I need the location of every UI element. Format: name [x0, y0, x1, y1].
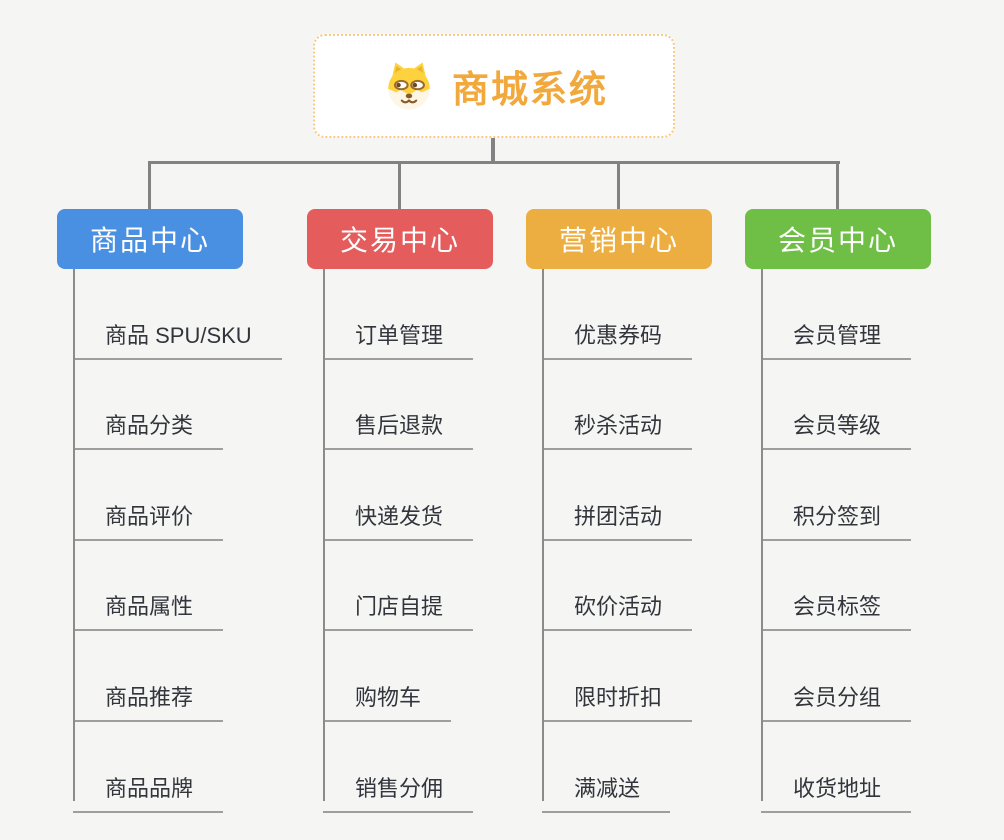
- item-label: 限时折扣: [574, 684, 663, 710]
- item-label: 订单管理: [355, 322, 444, 348]
- item-label: 快递发货: [355, 503, 444, 529]
- item-label: 商品评价: [105, 503, 194, 529]
- item-label: 会员等级: [793, 413, 882, 439]
- connector-branch-drop-products: [148, 161, 151, 210]
- branch-header-trade[interactable]: 交易中心: [307, 209, 493, 269]
- item-node[interactable]: 会员分组: [761, 631, 912, 722]
- item-node[interactable]: 会员管理: [761, 269, 912, 360]
- root-title: 商城系统: [452, 69, 608, 110]
- branch-header-products[interactable]: 商品中心: [57, 209, 243, 269]
- item-node[interactable]: 积分签到: [761, 450, 912, 541]
- item-label: 积分签到: [793, 503, 882, 529]
- connector-column-line: [323, 269, 325, 801]
- connector-branch-drop-members: [836, 161, 839, 210]
- branch-node-marketing: 营销中心 优惠券码秒杀活动拼团活动砍价活动限时折扣满减送: [526, 209, 712, 813]
- item-label: 售后退款: [355, 413, 444, 439]
- shiba-dog-icon: [380, 57, 438, 115]
- connector-horizontal-bar: [148, 161, 840, 164]
- item-label: 优惠券码: [574, 322, 663, 348]
- branch-label: 营销中心: [558, 225, 679, 256]
- item-node[interactable]: 砍价活动: [542, 541, 693, 632]
- branch-label: 交易中心: [339, 225, 460, 256]
- item-label: 收货地址: [793, 775, 882, 801]
- item-node[interactable]: 门店自提: [323, 541, 474, 632]
- item-label: 商品品牌: [105, 775, 194, 801]
- item-node[interactable]: 优惠券码: [542, 269, 693, 360]
- branch-node-trade: 交易中心 订单管理售后退款快递发货门店自提购物车销售分佣: [307, 209, 493, 813]
- item-node[interactable]: 购物车: [323, 631, 452, 722]
- branch-node-members: 会员中心 会员管理会员等级积分签到会员标签会员分组收货地址: [745, 209, 931, 813]
- item-label: 会员标签: [793, 594, 882, 620]
- branch-item-column: 订单管理售后退款快递发货门店自提购物车销售分佣: [323, 269, 474, 813]
- item-node[interactable]: 售后退款: [323, 360, 474, 451]
- item-node[interactable]: 快递发货: [323, 450, 474, 541]
- item-label: 销售分佣: [355, 775, 444, 801]
- connector-column-line: [761, 269, 763, 801]
- item-label: 商品 SPU/SKU: [105, 322, 252, 348]
- item-label: 门店自提: [355, 594, 444, 620]
- item-node[interactable]: 秒杀活动: [542, 360, 693, 451]
- item-node[interactable]: 收货地址: [761, 722, 912, 813]
- branch-header-marketing[interactable]: 营销中心: [526, 209, 712, 269]
- branch-header-members[interactable]: 会员中心: [745, 209, 931, 269]
- branch-node-products: 商品中心 商品 SPU/SKU 商品分类商品评价商品属性商品推荐商品品牌: [57, 209, 282, 813]
- item-node[interactable]: 商品 SPU/SKU: [73, 269, 282, 360]
- item-node[interactable]: 商品分类: [73, 360, 224, 451]
- item-label: 砍价活动: [574, 594, 663, 620]
- item-node[interactable]: 限时折扣: [542, 631, 693, 722]
- item-label: 商品属性: [105, 594, 194, 620]
- item-label: 购物车: [355, 684, 422, 710]
- connector-branch-drop-marketing: [617, 161, 620, 210]
- connector-column-line: [542, 269, 544, 801]
- connector-column-line: [73, 269, 75, 801]
- item-node[interactable]: 商品品牌: [73, 722, 224, 813]
- item-label: 拼团活动: [574, 503, 663, 529]
- item-label: 商品推荐: [105, 684, 194, 710]
- item-node[interactable]: 会员标签: [761, 541, 912, 632]
- item-node[interactable]: 订单管理: [323, 269, 474, 360]
- item-label: 会员分组: [793, 684, 882, 710]
- connector-root-stem: [491, 138, 495, 163]
- item-label: 秒杀活动: [574, 413, 663, 439]
- item-node[interactable]: 会员等级: [761, 360, 912, 451]
- root-node[interactable]: 商城系统: [313, 34, 675, 138]
- item-node[interactable]: 商品属性: [73, 541, 224, 632]
- branch-item-column: 商品 SPU/SKU 商品分类商品评价商品属性商品推荐商品品牌: [73, 269, 282, 813]
- item-node[interactable]: 商品推荐: [73, 631, 224, 722]
- branch-label: 会员中心: [777, 225, 898, 256]
- item-label: 商品分类: [105, 413, 194, 439]
- item-node[interactable]: 拼团活动: [542, 450, 693, 541]
- branch-item-column: 优惠券码秒杀活动拼团活动砍价活动限时折扣满减送: [542, 269, 693, 813]
- item-label: 会员管理: [793, 322, 882, 348]
- item-node[interactable]: 商品评价: [73, 450, 224, 541]
- item-label: 满减送: [574, 775, 641, 801]
- branch-item-column: 会员管理会员等级积分签到会员标签会员分组收货地址: [761, 269, 912, 813]
- branch-label: 商品中心: [89, 225, 210, 256]
- item-node[interactable]: 满减送: [542, 722, 671, 813]
- item-node[interactable]: 销售分佣: [323, 722, 474, 813]
- connector-branch-drop-trade: [398, 161, 401, 210]
